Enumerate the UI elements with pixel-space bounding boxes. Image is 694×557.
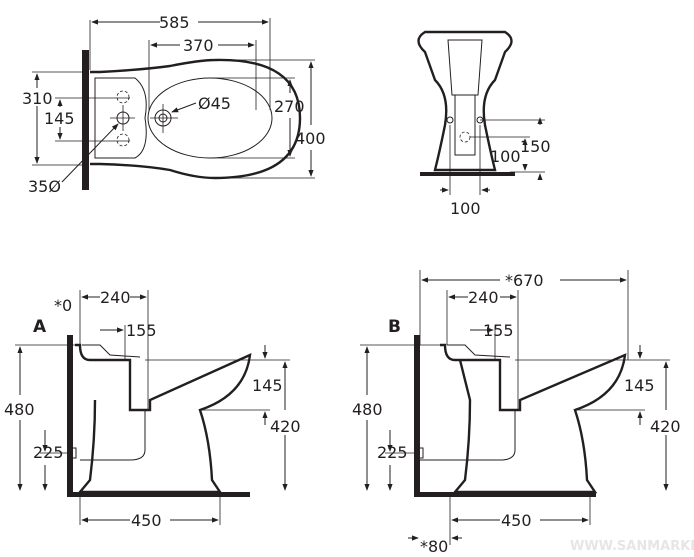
- wall: [82, 50, 89, 190]
- dim-wall-gap-b: *80: [420, 537, 448, 556]
- floor: [420, 172, 515, 176]
- dim-tap-hole-diameter: 35Ø: [28, 177, 61, 196]
- dim-tap-offset-a: 240: [100, 288, 131, 307]
- tap-deck: [94, 77, 147, 159]
- dim-rim-height-a: 420: [270, 417, 301, 436]
- top-view: 585 370 310 145 Ø45 270 400 35Ø: [22, 13, 326, 196]
- dim-rim-depth-b: 145: [624, 376, 655, 395]
- dim-tap-spacing: 145: [44, 109, 75, 128]
- dim-drain-offset-a: 155: [126, 321, 157, 340]
- floor: [414, 492, 596, 497]
- dim-overall-width: 400: [295, 129, 326, 148]
- dim-overall-length: 585: [159, 13, 190, 32]
- dim-inlet-height-a: 225: [33, 443, 64, 462]
- side-view-a: A *0 240 155 480 225 145 420 450: [4, 288, 301, 530]
- wall: [67, 335, 73, 497]
- dim-tap-offset-b: 240: [468, 288, 499, 307]
- bidet-outline-front: [417, 30, 513, 172]
- bidet-outline-side-a: [75, 343, 252, 494]
- dim-rim-height-b: 420: [650, 417, 681, 436]
- view-label-a: A: [33, 317, 47, 337]
- wall: [414, 335, 420, 497]
- bidet-outline-top: [90, 58, 302, 180]
- dim-bowl-width: 270: [274, 97, 305, 116]
- dim-rim-depth-a: 145: [252, 376, 283, 395]
- dim-drain-diameter: Ø45: [198, 94, 231, 113]
- dim-bowl-length: 370: [183, 36, 214, 55]
- side-view-b: B *670 240 155 480 225 145 420 450 *80: [352, 270, 681, 556]
- dim-fixing-spacing: 100: [450, 199, 481, 218]
- dim-base-length-a: 450: [131, 511, 162, 530]
- dim-drain-offset-b: 155: [483, 321, 514, 340]
- front-view: 150 100 100: [417, 30, 551, 218]
- dim-total-height-b: 480: [352, 400, 383, 419]
- dim-total-height-a: 480: [4, 400, 35, 419]
- dim-base-length-b: 450: [501, 511, 532, 530]
- dim-fixing-height-inner: 100: [490, 147, 521, 166]
- view-label-b: B: [388, 317, 401, 337]
- bidet-outline-side-b: [440, 343, 627, 494]
- floor: [67, 492, 250, 497]
- dim-overall-length-b: *670: [505, 271, 544, 290]
- dim-fixing-height-outer: 150: [520, 137, 551, 156]
- watermark: WWW.SANMARKET.RU: [570, 539, 694, 554]
- dim-inlet-height-b: 225: [377, 443, 408, 462]
- dim-tap-width: 310: [22, 89, 53, 108]
- dim-wall-gap-a: *0: [54, 296, 72, 315]
